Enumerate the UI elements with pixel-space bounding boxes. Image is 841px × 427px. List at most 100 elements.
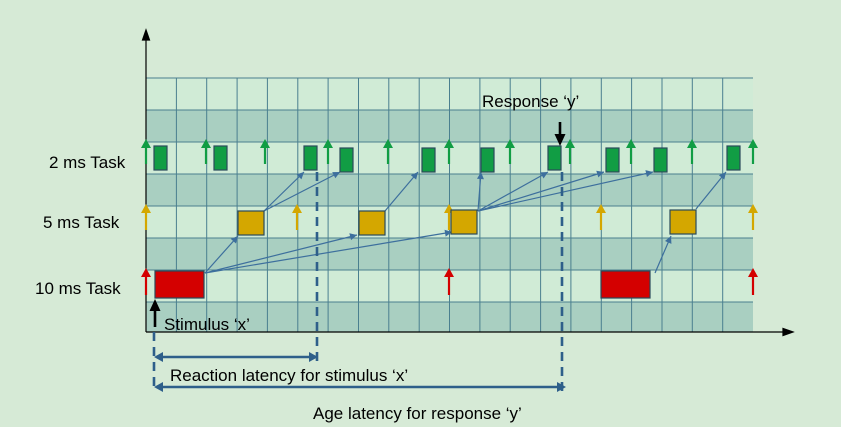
flow-10ms-to-5ms-a-line <box>204 235 239 274</box>
release-arrow-2ms-3-head <box>323 139 333 148</box>
task-label-2ms: 2 ms Task <box>49 153 126 172</box>
reaction-latency-arrow-head-right <box>309 352 318 362</box>
flow-5ms-to-2ms-a-head <box>296 172 304 180</box>
release-arrow-2ms-1 <box>201 139 211 164</box>
flow-5ms-to-2ms-g <box>477 170 654 212</box>
stimulus-arrow <box>149 299 161 327</box>
release-arrow-10ms-1 <box>444 268 454 295</box>
job-5ms-0 <box>237 210 265 236</box>
release-arrow-2ms-6 <box>505 139 515 164</box>
age-latency-label: Age latency for response ‘y’ <box>313 404 522 423</box>
release-arrow-5ms-3-head <box>596 204 606 213</box>
job-5ms-3 <box>669 209 697 235</box>
flow-5ms-to-2ms-b-head <box>332 172 340 179</box>
release-arrow-2ms-0 <box>141 139 151 164</box>
flow-5ms-to-2ms-c <box>384 171 419 212</box>
flow-5ms-to-2ms-c-head <box>410 172 418 180</box>
job-2ms-9 <box>726 145 741 171</box>
job-2ms-7 <box>605 147 620 173</box>
release-arrow-2ms-10-head <box>748 139 758 148</box>
release-arrow-5ms-4-head <box>748 204 758 213</box>
release-arrow-2ms-2 <box>260 139 270 164</box>
release-arrow-5ms-3 <box>596 204 606 230</box>
release-arrow-10ms-0 <box>141 268 151 295</box>
stimulus-arrow-head <box>149 299 161 311</box>
release-arrow-5ms-0 <box>141 204 151 230</box>
release-arrow-2ms-10 <box>748 139 758 164</box>
labels: 2 ms Task 5 ms Task 10 ms Task Response … <box>35 92 579 423</box>
flow-10ms-to-5ms-d-head <box>665 236 672 244</box>
release-arrow-2ms-5-head <box>444 139 454 148</box>
release-arrow-5ms-4 <box>748 204 758 230</box>
job-2ms-2 <box>303 145 318 171</box>
release-arrow-5ms-0-head <box>141 204 151 213</box>
release-arrow-2ms-8-head <box>626 139 636 148</box>
response-arrow-head <box>554 134 566 146</box>
release-arrow-2ms-6-head <box>505 139 515 148</box>
release-arrow-10ms-0-head <box>141 268 151 277</box>
job-10ms-1 <box>600 270 651 299</box>
flow-5ms-to-2ms-f <box>477 170 605 212</box>
task-label-5ms: 5 ms Task <box>43 213 120 232</box>
flow-10ms-to-5ms-a <box>204 235 239 274</box>
jobs <box>153 145 741 299</box>
release-arrow-2ms-8 <box>626 139 636 164</box>
flow-5ms-to-2ms-b-line <box>263 171 341 212</box>
release-arrow-5ms-1 <box>292 204 302 230</box>
release-arrow-2ms-4-head <box>383 139 393 148</box>
release-arrow-10ms-2-head <box>748 268 758 277</box>
job-2ms-4 <box>421 147 436 173</box>
flow-5ms-to-2ms-e-head <box>540 172 548 179</box>
job-2ms-0 <box>153 145 168 171</box>
y-axis-arrowhead <box>141 28 151 41</box>
flow-10ms-to-5ms-b-line <box>204 234 358 274</box>
job-5ms-2 <box>450 209 478 235</box>
release-arrow-10ms-1-head <box>444 268 454 277</box>
release-arrow-2ms-2-head <box>260 139 270 148</box>
response-label: Response ‘y’ <box>482 92 579 111</box>
flow-5ms-to-2ms-a-line <box>263 171 305 212</box>
response-arrow <box>554 122 566 146</box>
dataflow-arrows <box>204 170 727 274</box>
job-2ms-5 <box>480 147 495 173</box>
flow-5ms-to-2ms-e <box>477 171 549 212</box>
job-2ms-6 <box>547 145 562 171</box>
release-arrow-2ms-7 <box>565 139 575 164</box>
flow-5ms-to-2ms-d-head <box>476 172 484 180</box>
release-arrow-2ms-9-head <box>687 139 697 148</box>
release-arrow-2ms-5 <box>444 139 454 164</box>
release-arrow-2ms-0-head <box>141 139 151 148</box>
age-latency-arrow <box>154 382 566 392</box>
flow-5ms-to-2ms-e-line <box>477 171 549 212</box>
job-5ms-1 <box>358 210 386 236</box>
flow-10ms-to-5ms-b <box>204 233 358 274</box>
flow-10ms-to-5ms-d <box>654 235 672 274</box>
latency-markers <box>149 122 566 392</box>
flow-10ms-to-5ms-c-head <box>444 229 452 237</box>
reaction-latency-arrow-head-left <box>154 352 163 362</box>
flow-5ms-to-2ms-b <box>263 171 341 212</box>
job-2ms-3 <box>339 147 354 173</box>
release-arrow-2ms-7-head <box>565 139 575 148</box>
release-arrow-2ms-9 <box>687 139 697 164</box>
job-2ms-1 <box>213 145 228 171</box>
flow-5ms-to-2ms-a <box>263 171 305 212</box>
flow-5ms-to-2ms-f-line <box>477 171 605 212</box>
flow-5ms-to-2ms-d <box>476 171 484 212</box>
flow-5ms-to-2ms-c-line <box>384 171 419 212</box>
release-arrow-2ms-4 <box>383 139 393 164</box>
flow-5ms-to-2ms-g-line <box>477 171 654 212</box>
reaction-latency-label: Reaction latency for stimulus ‘x’ <box>170 366 408 385</box>
age-latency-arrow-head-left <box>154 382 163 392</box>
release-arrow-5ms-1-head <box>292 204 302 213</box>
x-axis-arrowhead <box>782 327 795 337</box>
flow-10ms-to-5ms-c-line <box>204 231 453 274</box>
job-2ms-8 <box>653 147 668 173</box>
job-10ms-0 <box>154 270 205 299</box>
age-latency-arrow-head-right <box>557 382 566 392</box>
flow-10ms-to-5ms-b-head <box>349 233 357 241</box>
release-arrow-2ms-3 <box>323 139 333 164</box>
flow-5ms-to-2ms-h <box>695 171 727 210</box>
